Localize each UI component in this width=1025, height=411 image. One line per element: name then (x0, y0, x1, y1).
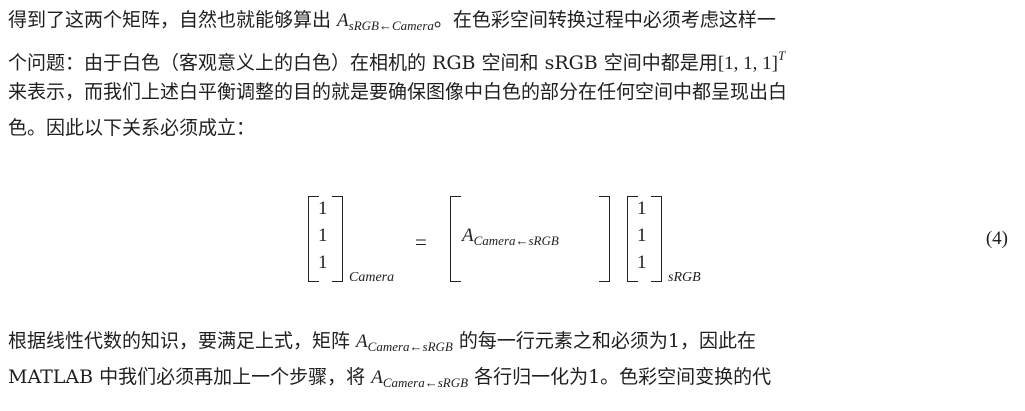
text-line: 色。因此以下关系必须成立： (8, 117, 256, 139)
vector-entry: 1 (318, 225, 328, 246)
text-line: 来表示，而我们上述白平衡调整的目的就是要确保图像中白色的部分在任何空间中都呈现出… (8, 81, 788, 103)
matrix-symbol: ACamera←sRGB (462, 225, 559, 248)
matrix-symbol: ACamera←sRGB (371, 367, 469, 390)
vector-subscript: sRGB (668, 270, 701, 285)
vector-subscript: Camera (349, 270, 395, 285)
left-bracket (308, 196, 319, 282)
matrix-symbol: AsRGB←Camera (337, 10, 434, 33)
left-bracket (627, 196, 638, 282)
vector-entry: 1 (637, 198, 647, 219)
equals-sign: = (415, 230, 427, 254)
text-line: 根据线性代数的知识，要满足上式，矩阵 ACamera←sRGB 的每一行元素之和… (8, 330, 757, 354)
right-bracket (599, 196, 610, 282)
text-line: 个问题：由于白色（客观意义上的白色）在相机的 RGB 空间和 sRGB 空间中都… (8, 48, 786, 74)
text-line: 得到了这两个矩阵，自然也就能够算出 AsRGB←Camera。在色彩空间转换过程… (8, 9, 776, 33)
paragraph-normalization: 根据线性代数的知识，要满足上式，矩阵 ACamera←sRGB 的每一行元素之和… (8, 323, 1013, 395)
equation-block: 1 1 1 Camera = ACamera←sRGB 1 1 1 sRGB (… (0, 192, 1025, 302)
right-bracket (332, 196, 343, 282)
equation-number: (4) (985, 228, 1008, 249)
paragraph-intro: 得到了这两个矩阵，自然也就能够算出 AsRGB←Camera。在色彩空间转换过程… (8, 2, 1013, 146)
matrix-symbol: ACamera←sRGB (356, 331, 453, 354)
vector-entry: 1 (637, 252, 647, 273)
left-bracket (450, 196, 461, 282)
vector-entry: 1 (637, 225, 647, 246)
text-line: MATLAB 中我们必须再加上一个步骤，将 ACamera←sRGB 各行归一化… (8, 366, 772, 390)
vector-entry: 1 (318, 198, 328, 219)
right-bracket (651, 196, 662, 282)
white-vector: [1, 1, 1]T (717, 48, 786, 74)
vector-entry: 1 (318, 252, 328, 273)
